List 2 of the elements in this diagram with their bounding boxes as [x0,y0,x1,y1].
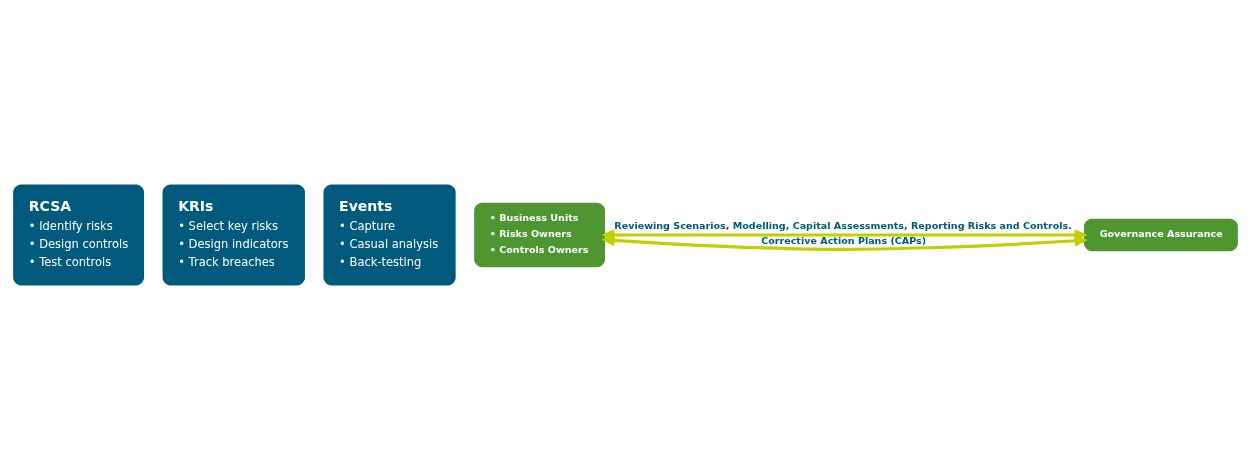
edge-label: Reviewing Scenarios, Modelling, Capital Assessments, Reporting Risks and Controls. [614,219,1072,231]
edge-label: Corrective Action Plans (CAPs) [761,234,927,246]
